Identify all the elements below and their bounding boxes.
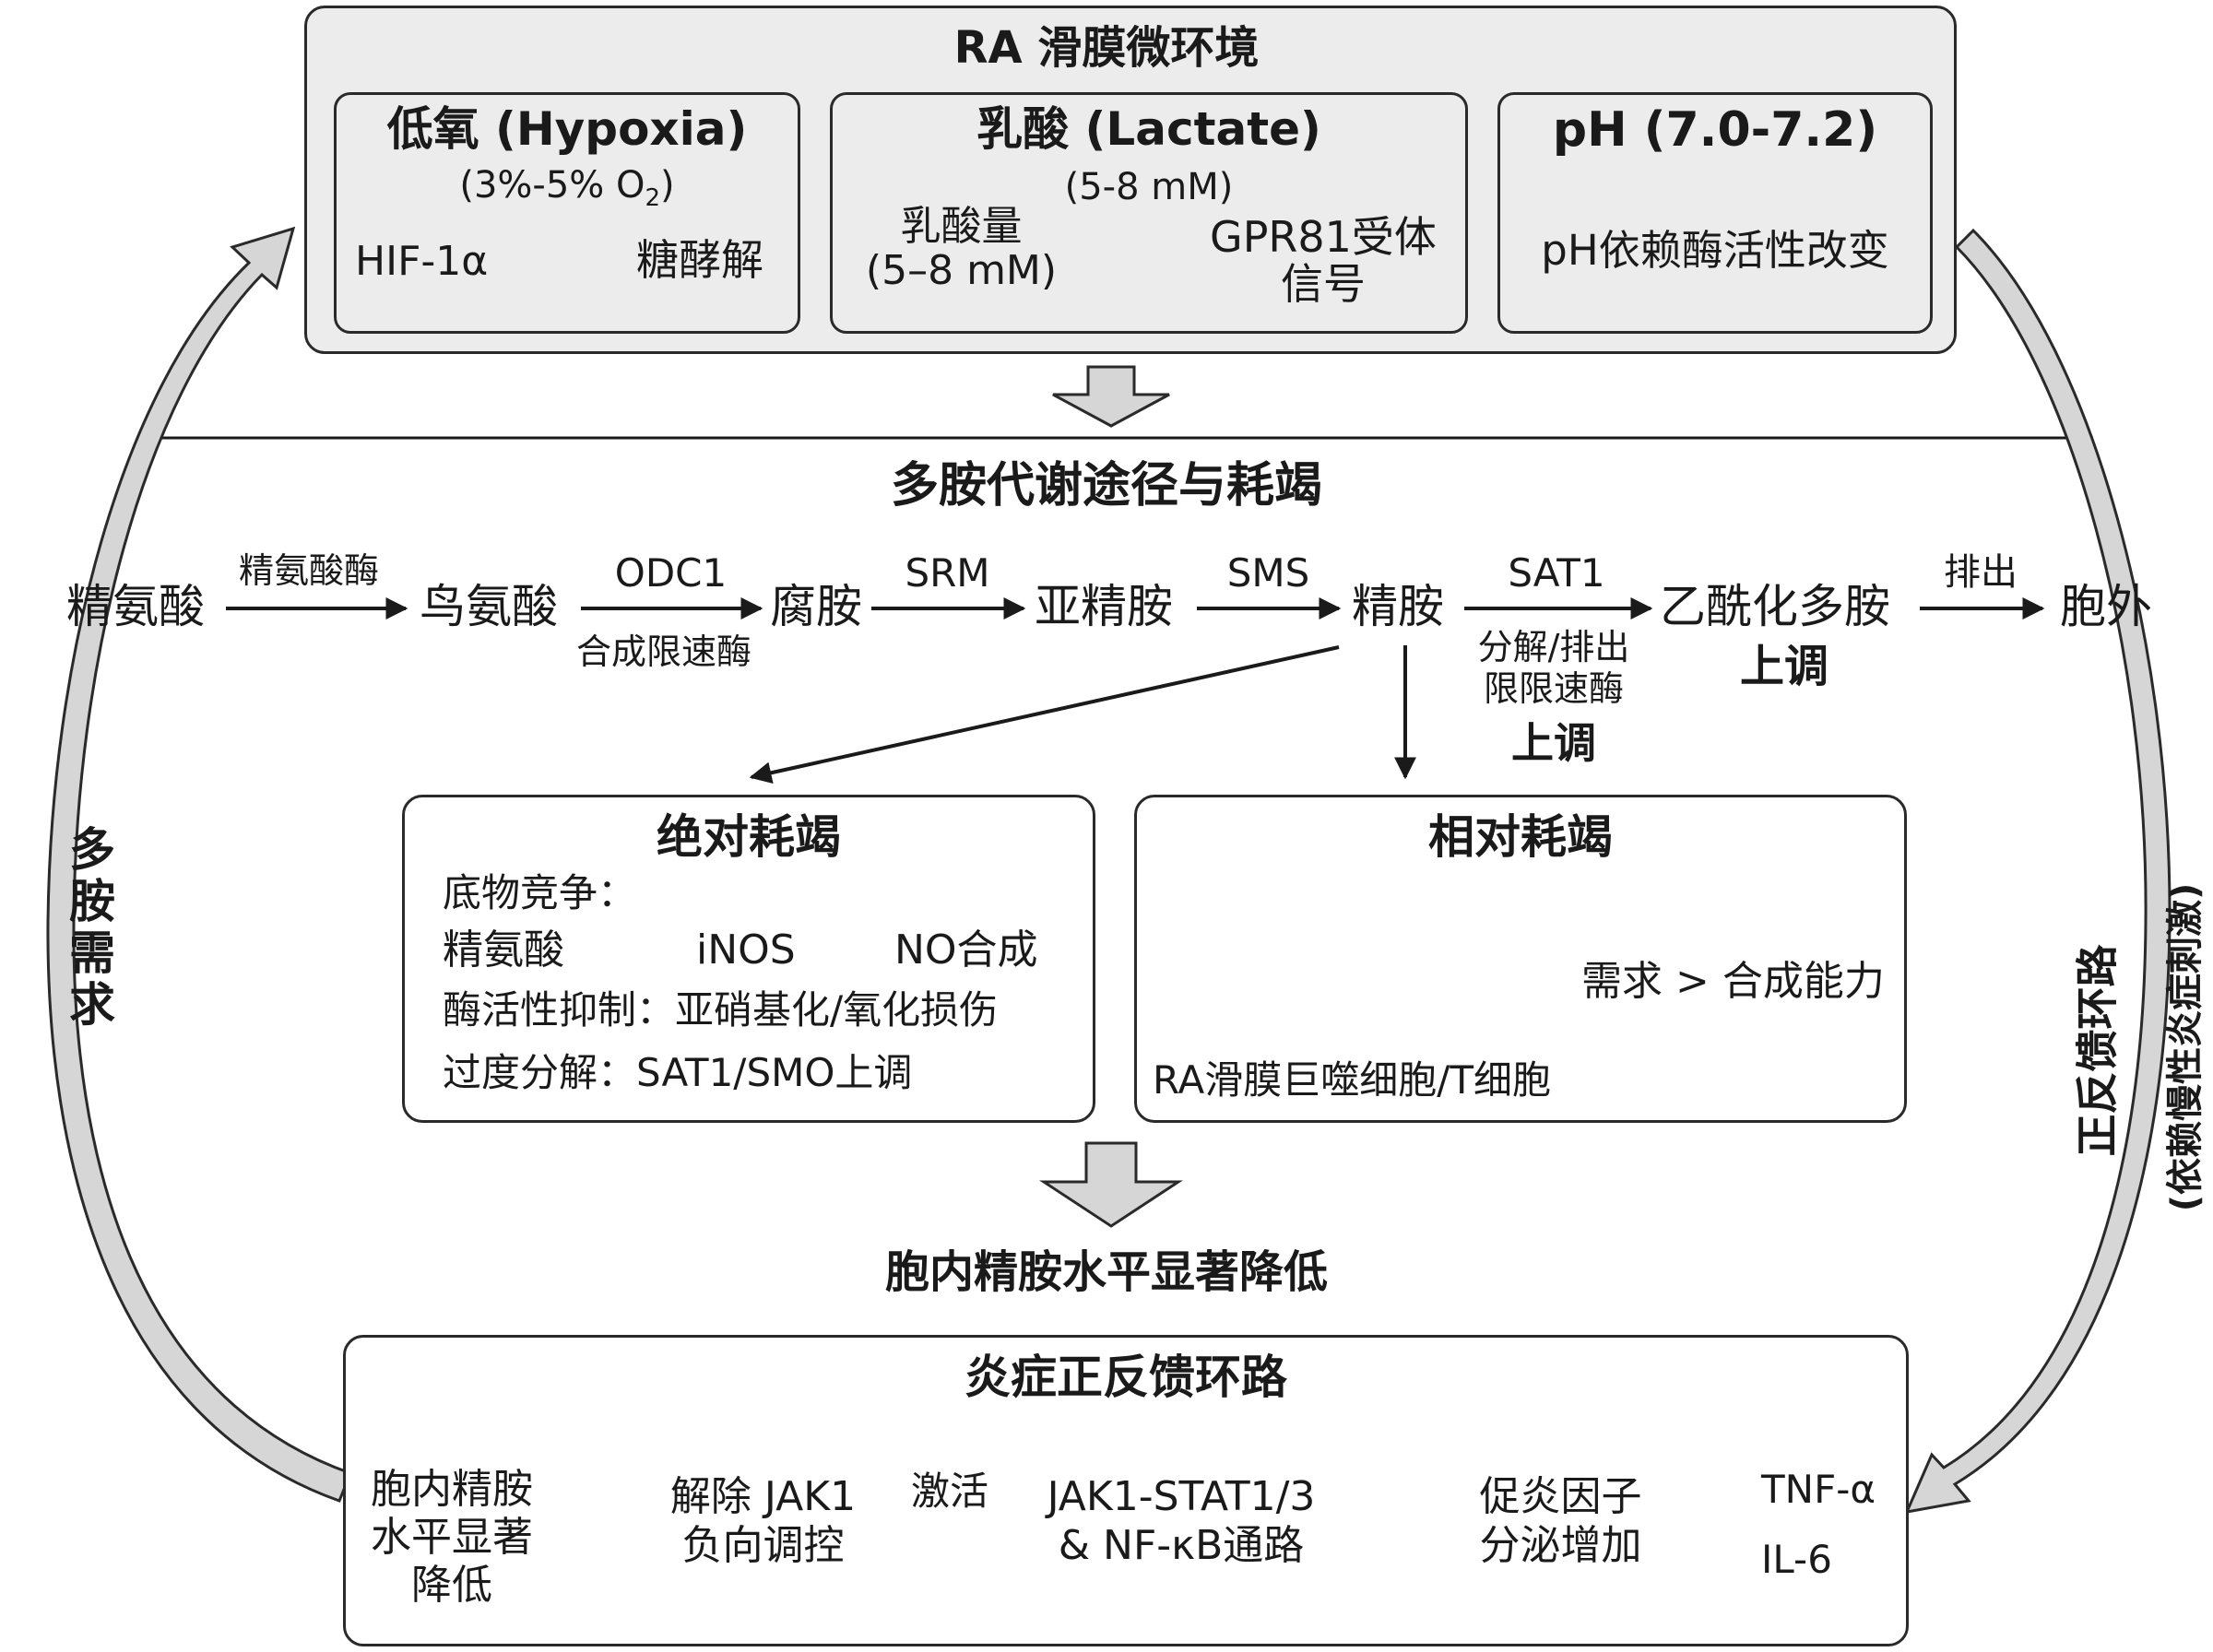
- absolute-line-substrate: 底物竞争：: [443, 870, 637, 915]
- relative-cells-label: RA滑膜巨噬细胞/T细胞: [1153, 1057, 1552, 1103]
- ph-box: [1497, 92, 1933, 334]
- enzyme-sms: SMS: [1226, 550, 1310, 596]
- gpr81-label: GPR81受体 信号: [1210, 212, 1437, 309]
- spermine-to-absolute-arrow: [749, 645, 1340, 785]
- loop-title: 炎症正反馈环路: [964, 1351, 1287, 1404]
- node-ornithine: 鸟氨酸: [420, 580, 558, 633]
- ph-text: pH依赖酶活性改变: [1541, 226, 1889, 275]
- lactate-range: (5-8 mM): [1064, 166, 1234, 208]
- inflammation-loop-box: [343, 1335, 1909, 1646]
- hif-label: HIF-1α: [355, 238, 489, 285]
- enzyme-export: 排出: [1944, 551, 2018, 594]
- node-arginine: 精氨酸: [66, 580, 205, 633]
- enzyme-odc1: ODC1: [614, 550, 728, 596]
- right-side-label-group: 正反馈环路 (依赖慢性炎症刺激): [2029, 871, 2207, 1221]
- odc1-note: 合成限速酶: [575, 631, 751, 672]
- absolute-enzyme-inhibition: 酶活性抑制：亚硝基化/氧化损伤: [443, 987, 999, 1032]
- absolute-no-synthesis: NO合成: [894, 926, 1038, 974]
- glycolysis-label: 糖酵解: [636, 235, 763, 285]
- node-spermine: 精胺: [1352, 580, 1444, 633]
- hypoxia-o2-range: (3%-5% O2): [459, 164, 675, 212]
- ph-title: pH (7.0-7.2): [1552, 102, 1878, 158]
- node-putrescine: 腐胺: [770, 580, 862, 633]
- sat1-note: 分解/排出 限限速酶: [1477, 627, 1630, 709]
- lactate-box: [830, 92, 1468, 334]
- enzyme-arginase: 精氨酸酶: [238, 550, 379, 591]
- sat1-upregulated: 上调: [1511, 718, 1596, 768]
- absolute-depletion-box: [402, 795, 1095, 1123]
- lactate-amount-label: 乳酸量 (5–8 mM): [865, 203, 1058, 295]
- relative-title: 相对耗竭: [1428, 810, 1613, 864]
- loop-il6: IL-6: [1761, 1537, 1832, 1582]
- loop-activate-label: 激活: [910, 1469, 988, 1514]
- relative-depletion-box: [1134, 795, 1907, 1123]
- right-side-dependence-note: (依赖慢性炎症刺激): [2164, 882, 2207, 1212]
- pathway-title: 多胺代谢途径与耗竭: [890, 458, 1322, 513]
- node-extracellular: 胞外: [2060, 580, 2152, 633]
- right-curved-arrow: [1904, 228, 2172, 1514]
- microenvironment-title: RA 滑膜微环境: [953, 22, 1260, 74]
- loop-step-jak-stat: JAK1-STAT1/3 & NF-κB通路: [1047, 1473, 1316, 1569]
- hypoxia-title: 低氧 (Hypoxia): [386, 102, 748, 156]
- right-side-feedback-loop: 正反馈环路: [2072, 944, 2123, 1157]
- absolute-title: 绝对耗竭: [657, 810, 841, 864]
- down-arrow-mid: [1038, 1141, 1184, 1228]
- down-arrow-top: [1052, 365, 1170, 428]
- relative-demand: 需求 > 合成能力: [1581, 958, 1885, 1005]
- node-spermidine: 亚精胺: [1035, 580, 1173, 633]
- left-curved-arrow: [46, 226, 352, 1503]
- absolute-overdegradation: 过度分解：SAT1/SMO上调: [443, 1050, 913, 1095]
- loop-step-jak1-release: 解除 JAK1 负向调控: [669, 1473, 857, 1569]
- hypoxia-box: [334, 92, 800, 334]
- enzyme-sat1: SAT1: [1508, 550, 1605, 596]
- result-text: 胞内精胺水平显著降低: [884, 1246, 1328, 1298]
- lactate-title: 乳酸 (Lactate): [976, 102, 1321, 156]
- absolute-arginine: 精氨酸: [443, 926, 564, 974]
- acetyl-upregulated: 上调: [1739, 641, 1828, 692]
- loop-step-cytokines: 促炎因子 分泌增加: [1479, 1473, 1642, 1569]
- loop-tnf-alpha: TNF-α: [1761, 1467, 1876, 1512]
- left-side-polyamine-demand: 多胺需求: [62, 825, 115, 1032]
- node-acetylated-polyamine: 乙酰化多胺: [1660, 580, 1890, 633]
- absolute-inos: iNOS: [696, 926, 796, 974]
- loop-step-spermine: 胞内精胺 水平显著 降低: [371, 1466, 533, 1609]
- enzyme-srm: SRM: [905, 550, 990, 596]
